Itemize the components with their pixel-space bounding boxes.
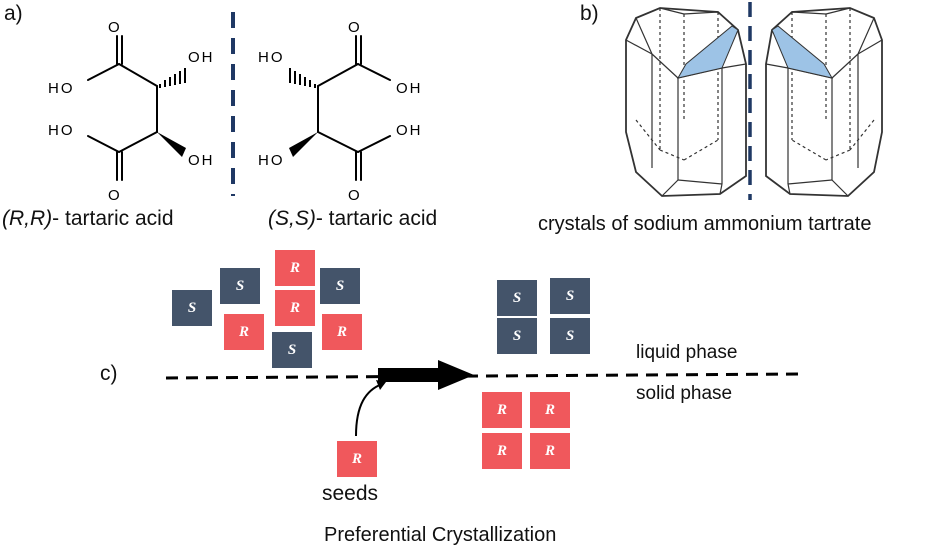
left-solid-wedge [157, 132, 186, 157]
tile-letter: S [335, 277, 345, 294]
phase-boundary-line [165, 372, 801, 380]
left-stereo-descriptor: (R,R) [2, 207, 53, 230]
right-stereo-descriptor: (S,S) [268, 207, 316, 230]
solid-tile-r: R [482, 433, 522, 469]
right-atom-oh-low: OH [396, 122, 423, 139]
tile-letter: S [235, 277, 245, 294]
panel-label-b: b) [580, 2, 599, 25]
crystallization-scheme [165, 360, 801, 437]
mixture-tile-s: S [220, 268, 260, 304]
right-c-oh-top-bond [357, 63, 391, 81]
tile-letter: S [512, 289, 522, 306]
liquid-tile-s: S [550, 318, 590, 354]
liquid-phase-label: liquid phase [636, 342, 738, 363]
tile-letter: R [496, 401, 507, 418]
process-title: Preferential Crystallization [324, 524, 557, 546]
left-crystal [625, 7, 747, 197]
left-lower-c-bond [118, 131, 158, 153]
crystals-caption: crystals of sodium ammonium tartrate [538, 213, 872, 235]
solid-tile-r: R [530, 433, 570, 469]
solid-phase-label: solid phase [636, 383, 733, 404]
mixture-tile-s: S [172, 290, 212, 326]
right-solid-wedge [289, 132, 318, 157]
tile-letter: R [289, 299, 300, 316]
left-upper-c-bond [118, 63, 158, 87]
tile-letter: R [238, 323, 249, 340]
right-atom-ho-low: HO [258, 152, 285, 169]
tile-letter: R [336, 323, 347, 340]
left-c-oh-low-bond [87, 135, 120, 153]
left-crystal-hemihedral-facet [677, 25, 739, 79]
right-atom-oh-mid: OH [396, 80, 423, 97]
mixture-tile-r: R [322, 314, 362, 350]
mixture-tile-s: S [272, 332, 312, 368]
right-atom-o-bottom: O [348, 187, 360, 200]
liquid-tile-s: S [497, 318, 537, 354]
process-arrow-head [438, 360, 474, 390]
tile-letter: S [512, 327, 522, 344]
process-arrow-shaft [378, 368, 440, 382]
mixture-tile-r: R [275, 290, 315, 326]
right-atom-o-top: O [348, 19, 360, 36]
right-c-oh-low-bond [357, 135, 391, 153]
mixture-tile-r: R [224, 314, 264, 350]
seed-arrow-head [376, 380, 386, 390]
tile-letter: R [544, 442, 555, 459]
left-atom-ho-low: HO [48, 122, 75, 139]
left-c-oh-top-bond [87, 63, 120, 81]
left-atom-o-bottom: O [108, 187, 120, 200]
right-hashed-wedge [289, 68, 316, 88]
left-atom-o-top: O [108, 19, 120, 36]
seeds-label: seeds [322, 482, 379, 505]
tile-letter: S [565, 287, 575, 304]
mixture-tile-r: R [275, 250, 315, 286]
seed-tile-r: R [337, 441, 377, 477]
left-molecule-caption: (R,R)- tartaric acid [2, 207, 174, 231]
tile-letter: S [287, 341, 297, 358]
liquid-tile-s: S [550, 278, 590, 314]
right-lower-c-bond [317, 131, 359, 153]
panel-label-c: c) [100, 362, 118, 385]
liquid-tile-s: S [497, 280, 537, 316]
tile-letter: S [187, 299, 197, 316]
right-molecule-name: - tartaric acid [315, 207, 438, 230]
left-atom-ho-mid: HO [48, 80, 75, 97]
right-atom-ho-top: HO [258, 49, 285, 66]
left-atom-oh-top: OH [188, 49, 215, 66]
right-molecule-caption: (S,S)- tartaric acid [268, 207, 437, 231]
panel-label-a: a) [4, 2, 23, 25]
right-upper-c-bond [317, 63, 359, 87]
tartaric-acid-structures: O OH HO HO OH O O HO [48, 12, 423, 200]
tile-letter: R [351, 450, 362, 467]
mixture-tile-s: S [320, 268, 360, 304]
right-crystal-hemihedral-facet [771, 25, 833, 79]
left-hashed-wedge [159, 68, 186, 88]
left-atom-oh-low: OH [188, 152, 215, 169]
solid-tile-r: R [530, 392, 570, 428]
tile-letter: R [544, 401, 555, 418]
solid-tile-r: R [482, 392, 522, 428]
tile-letter: S [565, 327, 575, 344]
seed-arrow-curve [355, 383, 383, 437]
left-molecule-name: - tartaric acid [52, 207, 174, 230]
crystal-drawings [625, 2, 883, 200]
tile-letter: R [289, 259, 300, 276]
tile-letter: R [496, 442, 507, 459]
